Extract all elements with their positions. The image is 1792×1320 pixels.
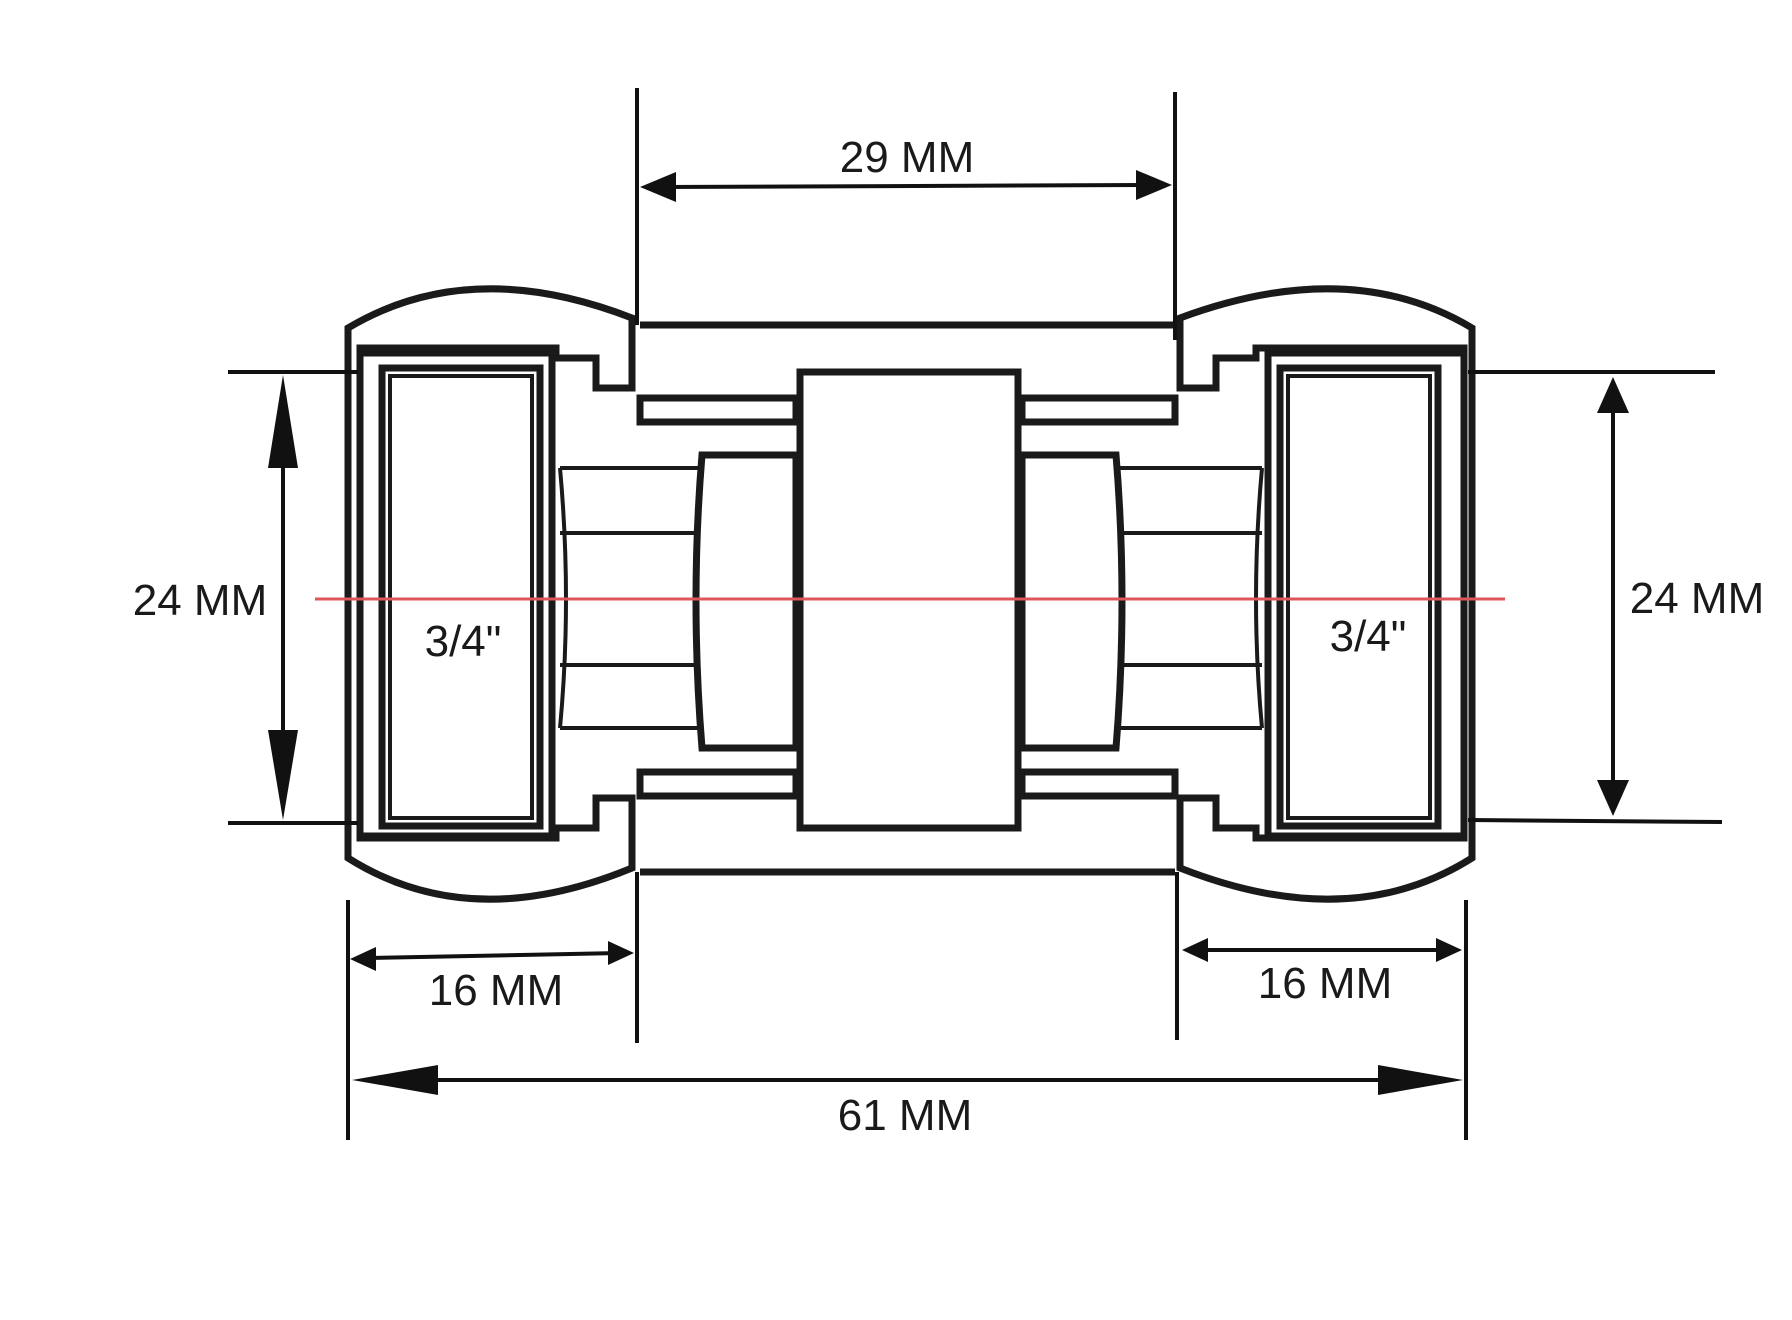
dim-line-16-left (367, 951, 621, 960)
left-lower-ferrule (636, 768, 800, 800)
label-16mm-left: 16 MM (429, 966, 563, 1015)
label-16mm-right: 16 MM (1258, 959, 1392, 1008)
arrowhead-29-left (640, 172, 676, 202)
label-24mm-right: 24 MM (1630, 574, 1764, 623)
right-pipe-lines (1118, 466, 1262, 730)
arrowhead-16-right-a (1182, 938, 1208, 962)
left-tube-stub (692, 451, 800, 752)
left-thread-bore-inner (388, 374, 534, 820)
arrowhead-29-right (1136, 170, 1172, 200)
dimension-16mm-right: 16 MM (1175, 872, 1468, 1140)
arrowhead-61-left (352, 1065, 438, 1095)
right-tube-stub (1018, 451, 1126, 752)
right-nut-inner-ring (1264, 349, 1468, 840)
arrowhead-16-left-a (350, 947, 376, 971)
arrowhead-16-right-b (1436, 938, 1462, 962)
arrowhead-24-left-top (268, 375, 298, 468)
dimension-24mm-right: 24 MM (1467, 370, 1764, 824)
left-nut-inner-ring (356, 349, 556, 840)
left-nut (344, 285, 636, 903)
dimension-16mm-left: 16 MM (346, 872, 639, 1140)
left-thread-bore (378, 364, 544, 830)
arrowhead-24-right-top (1597, 377, 1629, 413)
right-thread-bore (1276, 364, 1442, 830)
dimension-61mm: 61 MM (352, 1065, 1463, 1140)
dimension-29mm: 29 MM (635, 88, 1177, 340)
arrowhead-61-right (1378, 1065, 1463, 1095)
right-thread-bore-inner (1286, 374, 1432, 820)
right-nut (1176, 285, 1476, 903)
thread-label-right: 3/4" (1330, 612, 1407, 661)
label-61mm: 61 MM (838, 1091, 972, 1140)
ext-line-right-bottom (1467, 818, 1723, 824)
dimension-24mm-left: 24 MM (133, 370, 358, 825)
left-upper-ferrule (636, 394, 800, 426)
label-24mm-left: 24 MM (133, 576, 267, 625)
arrowhead-24-left-bottom (268, 730, 298, 820)
right-upper-ferrule (1018, 394, 1179, 426)
left-pipe-lines (560, 466, 700, 730)
label-29mm: 29 MM (840, 133, 974, 182)
right-lower-ferrule (1018, 768, 1179, 800)
arrowhead-16-left-b (608, 941, 634, 965)
arrowhead-24-right-bottom (1597, 780, 1629, 816)
thread-label-left: 3/4" (425, 617, 502, 666)
dim-line-29 (661, 183, 1151, 189)
